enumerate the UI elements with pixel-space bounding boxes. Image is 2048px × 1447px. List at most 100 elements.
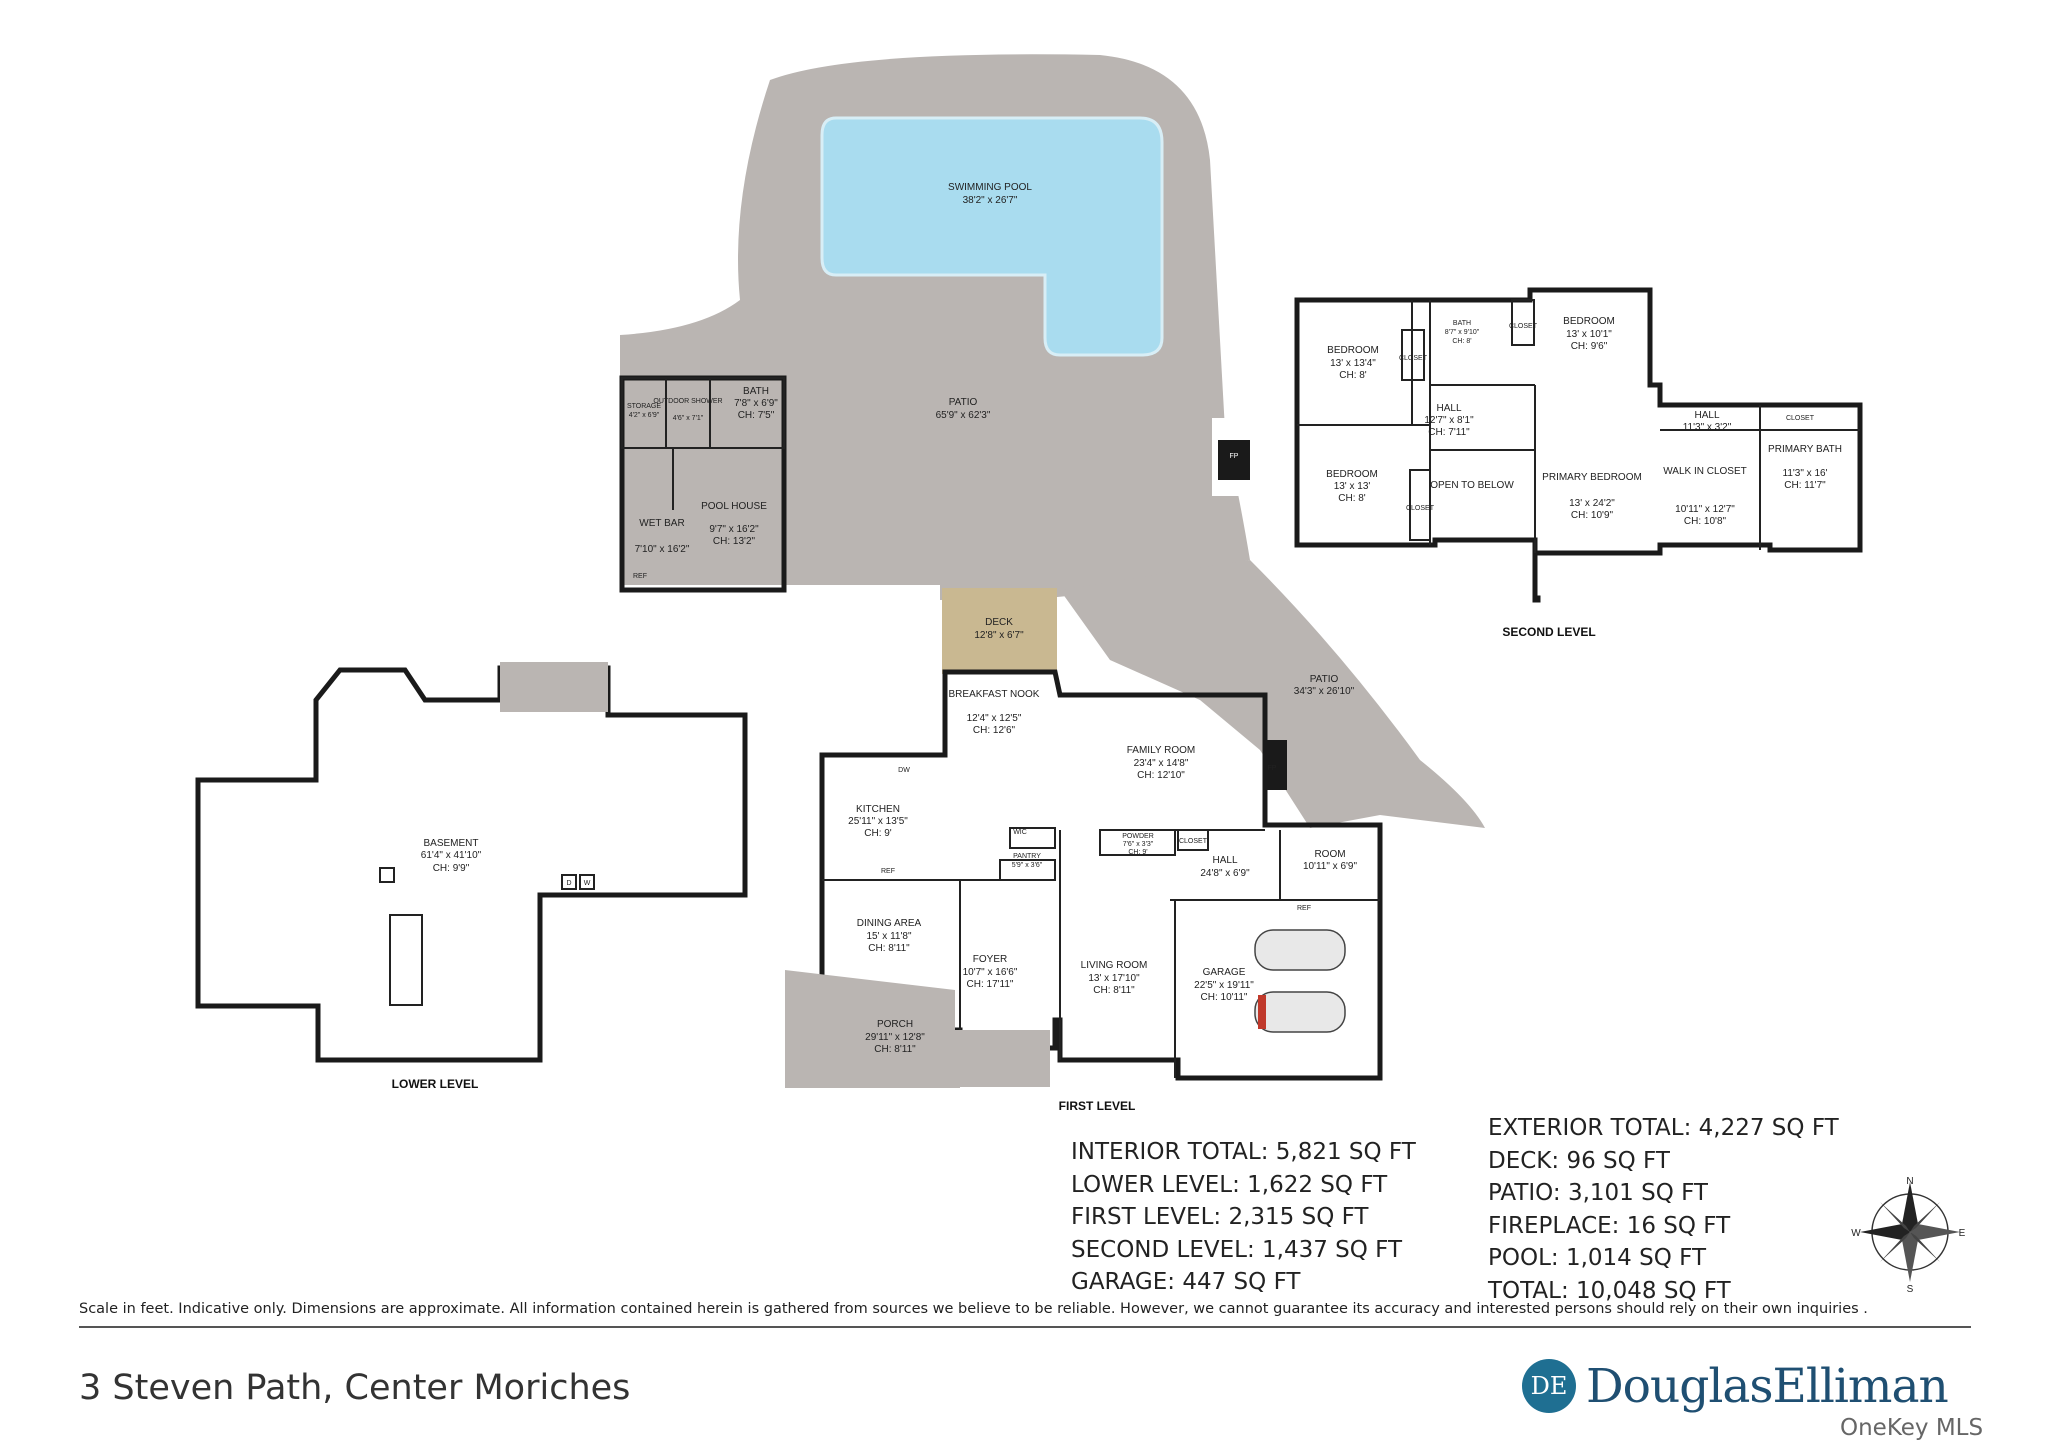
primary-bedroom-dims: 13' x 24'2" [1569, 498, 1615, 509]
pool-bath-name: BATH [743, 386, 769, 397]
basement-ch: CH: 9'9" [433, 863, 470, 874]
hall-small-name: HALL [1694, 410, 1719, 421]
porch-dims: 29'11" x 12'8" [865, 1032, 925, 1043]
porch-name: PORCH [877, 1019, 913, 1030]
swimming-pool [820, 116, 1164, 357]
kitchen-name: KITCHEN [856, 804, 900, 815]
car-icon [1254, 929, 1346, 971]
dining-area-name: DINING AREA [857, 918, 922, 929]
patio-main-dims: 65'9" x 62'3" [936, 410, 991, 421]
foyer-name: FOYER [973, 954, 1007, 965]
pool-ref-label: REF [633, 573, 647, 580]
primary-bath-name: PRIMARY BATH [1768, 444, 1842, 455]
patio-main-name: PATIO [949, 397, 978, 408]
second-level-label: SECOND LEVEL [1502, 625, 1595, 639]
footer-divider [79, 1326, 1971, 1328]
hall-small-dims: 11'3" x 3'2" [1683, 422, 1732, 433]
garage-ch: CH: 10'11" [1201, 992, 1248, 1003]
dining-area-ch: CH: 8'11" [868, 943, 910, 954]
property-address: 3 Steven Path, Center Moriches [79, 1368, 631, 1408]
walk-in-closet-dims: 10'11" x 12'7" [1675, 504, 1735, 515]
open-to-below-label: OPEN TO BELOW [1430, 480, 1514, 491]
hall-second-dims: 12'7" x 8'1" [1424, 415, 1474, 426]
wic-label: WIC [1013, 829, 1027, 836]
deck-area [942, 588, 1057, 674]
bedroom-2-dims: 13' x 10'1" [1566, 329, 1612, 340]
family-fp-label: FP [1268, 765, 1277, 772]
deck-total-line: DECK: 96 SQ FT [1488, 1147, 1670, 1174]
pool-house-ch: CH: 13'2" [713, 536, 756, 547]
bedroom-3-name: BEDROOM [1326, 469, 1378, 480]
primary-bedroom-ch: CH: 10'9" [1571, 510, 1614, 521]
brand-name: DouglasElliman [1586, 1358, 1949, 1414]
garage-ref-label: REF [1297, 905, 1311, 912]
porch-ch: CH: 8'11" [874, 1044, 916, 1055]
interior-total-line: INTERIOR TOTAL: 5,821 SQ FT [1071, 1139, 1416, 1165]
family-room-name: FAMILY ROOM [1127, 745, 1196, 756]
storage-name: STORAGE [627, 403, 661, 410]
bedroom-3-ch: CH: 8' [1338, 493, 1366, 504]
interior-totals: INTERIOR TOTAL: 5,821 SQ FT LOWER LEVEL:… [1071, 1136, 1416, 1299]
exterior-total-line: EXTERIOR TOTAL: 4,227 SQ FT [1488, 1115, 1839, 1141]
bedroom-1-dims: 13' x 13'4" [1330, 358, 1376, 369]
family-fireplace-icon [1265, 740, 1287, 790]
garage-dims: 22'5" x 19'11" [1194, 980, 1254, 991]
family-room-dims: 23'4" x 14'8" [1134, 758, 1189, 769]
compass-w: W [1851, 1228, 1861, 1239]
brand-logo: DE DouglasElliman [1522, 1356, 1949, 1416]
disclaimer-text: Scale in feet. Indicative only. Dimensio… [79, 1301, 1868, 1317]
hall-second-ch: CH: 7'11" [1428, 427, 1470, 438]
compass-n: N [1906, 1176, 1913, 1187]
bedroom-3-dims: 13' x 13' [1334, 481, 1371, 492]
closet-a-label: CLOSET [1509, 323, 1538, 330]
breakfast-nook-ch: CH: 12'6" [973, 725, 1016, 736]
swimming-pool-name: SWIMMING POOL [948, 182, 1032, 193]
lower-stairs [389, 914, 423, 1006]
patio-fp-label: FP [1230, 453, 1239, 460]
compass-s: S [1907, 1284, 1914, 1295]
compass-rose-icon [1860, 1182, 1960, 1282]
garage-total-line: GARAGE: 447 SQ FT [1071, 1269, 1301, 1295]
room-dims: 10'11" x 6'9" [1303, 861, 1358, 872]
kitchen-dims: 25'11" x 13'5" [848, 816, 908, 827]
pool-house-dims: 9'7" x 16'2" [709, 524, 759, 535]
foyer-dims: 10'7" x 16'6" [963, 967, 1018, 978]
walk-in-closet-ch: CH: 10'8" [1684, 516, 1727, 527]
basement-w-label: W [584, 880, 591, 887]
mls-watermark: OneKey MLS [1840, 1415, 1984, 1441]
living-room-ch: CH: 8'11" [1093, 985, 1135, 996]
outdoor-shower-dims: 4'6" x 7'1" [673, 415, 704, 422]
bath-second-name: BATH [1453, 320, 1471, 327]
swimming-pool-dims: 38'2" x 26'7" [963, 195, 1018, 206]
lower-level-total-line: LOWER LEVEL: 1,622 SQ FT [1071, 1171, 1388, 1198]
deck-name: DECK [985, 617, 1013, 628]
patio-side-name: PATIO [1310, 674, 1339, 685]
compass-e: E [1959, 1228, 1966, 1239]
garage-name: GARAGE [1203, 967, 1246, 978]
patio-fireplace-icon [1218, 440, 1250, 480]
family-room-ch: CH: 12'10" [1137, 770, 1185, 781]
wet-bar-dims: 7'10" x 16'2" [635, 544, 690, 555]
first-level-plan: FP [819, 669, 1383, 1081]
pool-total-line: POOL: 1,014 SQ FT [1488, 1245, 1706, 1271]
pool-house-name: POOL HOUSE [701, 501, 767, 512]
powder-ch: CH: 9' [1128, 849, 1147, 856]
bedroom-1-name: BEDROOM [1327, 345, 1379, 356]
closet-b-label: CLOSET [1399, 355, 1428, 362]
primary-bedroom-name: PRIMARY BEDROOM [1542, 472, 1642, 483]
lower-level-label: LOWER LEVEL [392, 1077, 479, 1091]
pool-bath-ch: CH: 7'5" [738, 410, 775, 421]
powder-dims: 7'6" x 3'3" [1123, 841, 1154, 848]
primary-bath-ch: CH: 11'7" [1784, 480, 1826, 491]
first-level-label: FIRST LEVEL [1059, 1099, 1136, 1113]
living-room-name: LIVING ROOM [1081, 960, 1148, 971]
second-level-total-line: SECOND LEVEL: 1,437 SQ FT [1071, 1236, 1403, 1263]
basement-name: BASEMENT [423, 838, 478, 849]
bedroom-2-name: BEDROOM [1563, 316, 1615, 327]
grand-total-line: TOTAL: 10,048 SQ FT [1488, 1277, 1731, 1304]
bedroom-2-ch: CH: 9'6" [1571, 341, 1608, 352]
breakfast-nook-name: BREAKFAST NOOK [949, 689, 1040, 700]
powder-name: POWDER [1122, 833, 1154, 840]
closet-first-label: CLOSET [1179, 838, 1208, 845]
